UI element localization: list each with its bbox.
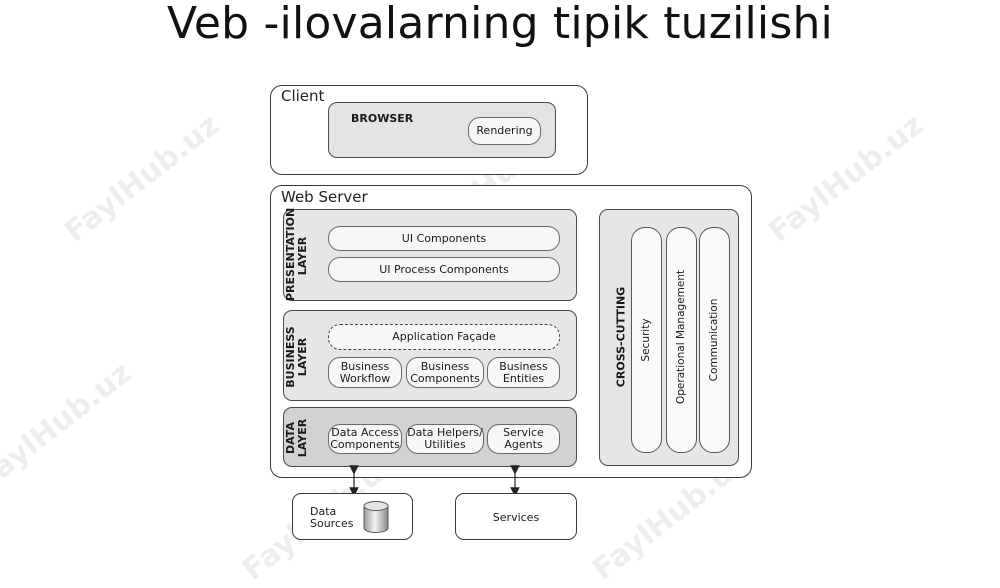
slide-title: Veb -ilovalarning tipik tuzilishi xyxy=(167,0,833,49)
ui-process-components: UI Process Components xyxy=(328,257,560,282)
data-helpers-utilities: Data Helpers/Utilities xyxy=(406,424,484,454)
database-icon xyxy=(363,501,389,533)
browser-label: BROWSER xyxy=(351,112,414,125)
business-layer: BUSINESS LAYER Application Façade Busine… xyxy=(283,310,577,401)
connection-arrows xyxy=(349,465,520,497)
communication-component: Communication xyxy=(699,227,730,453)
browser-box: BROWSER Rendering xyxy=(328,102,556,158)
services-box: Services xyxy=(455,493,577,540)
cross-cutting-box: CROSS-CUTTING Security Operational Manag… xyxy=(599,209,739,466)
services-label: Services xyxy=(492,511,540,524)
operational-management-component: Operational Management xyxy=(666,227,697,453)
security-component: Security xyxy=(631,227,662,453)
ui-components: UI Components xyxy=(328,226,560,251)
application-facade: Application Façade xyxy=(328,324,560,350)
web-server-heading: Web Server xyxy=(281,188,368,206)
rendering-component: Rendering xyxy=(468,117,541,145)
client-box: Client BROWSER Rendering xyxy=(270,85,588,175)
data-sources-label: Data Sources xyxy=(310,505,354,530)
presentation-layer: PRESENTATION LAYER UI Components UI Proc… xyxy=(283,208,577,301)
client-heading: Client xyxy=(281,87,325,105)
data-sources-box: Data Sources xyxy=(292,493,413,540)
web-server-box: Web Server PRESENTATION LAYER UI Compone… xyxy=(270,185,752,478)
